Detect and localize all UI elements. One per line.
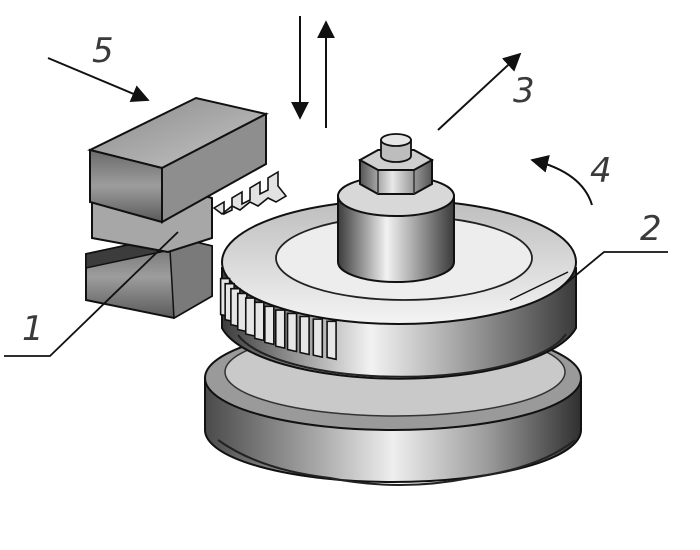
gear-tooth — [253, 301, 265, 342]
radial-arrow-3 — [437, 52, 522, 131]
gear-tooth — [312, 318, 324, 359]
gear-tooth — [286, 312, 298, 353]
label-3: 3 — [513, 71, 535, 111]
label-4: 4 — [590, 151, 612, 191]
gear-tooth — [274, 309, 286, 350]
label-5: 5 — [92, 31, 114, 71]
gear-tooth — [326, 320, 337, 361]
gear-tooth — [299, 315, 310, 356]
leader-lines — [4, 231, 668, 357]
feed-arrow-5 — [47, 57, 150, 103]
label-1: 1 — [22, 309, 44, 349]
motion-arrows — [47, 16, 593, 206]
label-2: 2 — [640, 209, 662, 249]
rotation-arrow-4 — [530, 155, 593, 206]
gear-tooth — [264, 305, 275, 346]
mandrel-nut-icon — [337, 133, 455, 283]
gear-tooth — [244, 297, 256, 338]
leader-1 — [4, 231, 179, 357]
rack-cutter-icon — [85, 96, 288, 320]
leader-2 — [557, 251, 668, 291]
